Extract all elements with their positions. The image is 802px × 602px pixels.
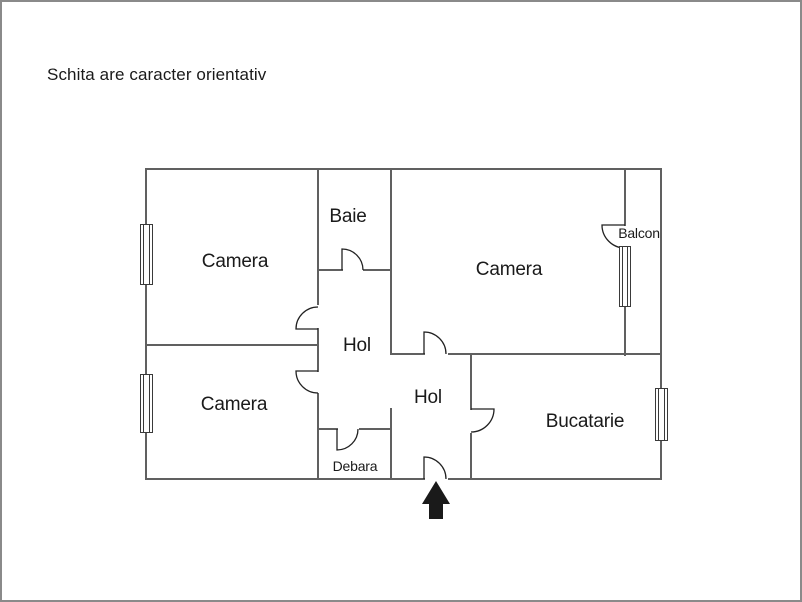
room-label-hol-lower: Hol: [414, 387, 442, 408]
room-label-balcon: Balcon: [618, 225, 660, 241]
window-balcon: [619, 246, 631, 307]
windows: [140, 224, 668, 441]
entrance-arrow-icon: [422, 481, 450, 519]
door-camera-top-left: [295, 306, 319, 330]
window-camera-bottom-left: [140, 374, 153, 433]
room-label-camera-top-left: Camera: [201, 251, 269, 272]
room-label-camera-right: Camera: [475, 259, 543, 280]
window-bucatarie: [655, 388, 668, 441]
disclaimer-title: Schita are caracter orientativ: [47, 65, 267, 84]
room-label-debara: Debara: [332, 458, 378, 474]
room-label-bucatarie: Bucatarie: [545, 411, 625, 432]
door-camera-bottom-left: [295, 370, 319, 394]
room-label-hol-upper: Hol: [343, 335, 371, 356]
door-debara: [336, 428, 359, 451]
door-bucatarie: [470, 408, 495, 433]
window-camera-top-left: [140, 224, 153, 285]
room-label-baie: Baie: [329, 206, 367, 227]
door-camera-right: [423, 331, 447, 355]
door-baie: [341, 248, 364, 271]
room-label-camera-bottom-left: Camera: [200, 394, 268, 415]
door-entrance: [423, 456, 447, 480]
